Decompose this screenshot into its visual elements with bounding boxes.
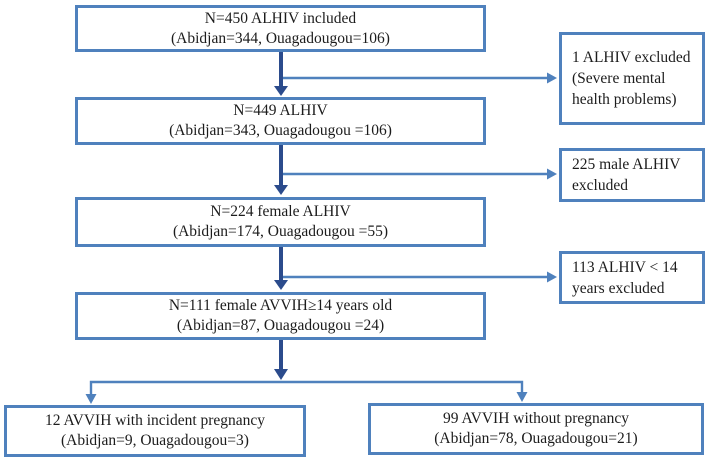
flow-box-age-filtered: N=111 female AVVIH≥14 years old (Abidjan… xyxy=(75,292,486,340)
flow-box-age-line2: (Abidjan=87, Ouagadougou =24) xyxy=(176,317,385,334)
outcome-box-incident-pregnancy: 12 AVVIH with incident pregnancy (Abidja… xyxy=(4,405,306,457)
flow-box-female: N=224 female ALHIV (Abidjan=174, Ouagado… xyxy=(75,197,486,247)
down-arrow-2 xyxy=(274,145,288,195)
exclusion-box-under-14-text: 113 ALHIV < 14 years excluded xyxy=(572,258,678,297)
flow-box-age-line1: N=111 female AVVIH≥14 years old xyxy=(168,297,393,314)
flow-box-449-line1: N=449 ALHIV xyxy=(233,102,328,119)
exclusion-arrow-1 xyxy=(283,72,557,84)
outcome-box-no-pregnancy-line2: (Abidjan=78, Ouagadougou=21) xyxy=(434,430,638,447)
flow-box-included-line1: N=450 ALHIV included xyxy=(204,9,357,27)
exclusion-box-male: 225 male ALHIV excluded xyxy=(559,148,705,202)
exclusion-arrow-2 xyxy=(283,168,557,180)
exclusion-box-male-text: 225 male ALHIV excluded xyxy=(572,156,681,194)
flow-box-included: N=450 ALHIV included (Abidjan=344, Ouaga… xyxy=(75,5,486,52)
outcome-box-pregnancy-line1: 12 AVVIH with incident pregnancy xyxy=(44,412,266,429)
outcome-box-pregnancy-line2: (Abidjan=9, Ouagadougou=3) xyxy=(61,432,249,449)
split-connector xyxy=(85,380,528,404)
exclusion-box-mental-health-text: 1 ALHIV excluded (Severe mental health p… xyxy=(572,49,691,108)
flow-box-449-line2: (Abidjan=343, Ouagadougou =106) xyxy=(169,122,392,139)
flow-box-female-line1: N=224 female ALHIV xyxy=(210,203,351,220)
flow-box-after-mental-exclusion: N=449 ALHIV (Abidjan=343, Ouagadougou =1… xyxy=(75,97,486,145)
flow-box-included-line2: (Abidjan=344, Ouagadougou=106) xyxy=(171,29,390,47)
outcome-box-no-pregnancy: 99 AVVIH without pregnancy (Abidjan=78, … xyxy=(368,403,704,455)
down-arrow-3 xyxy=(274,247,288,290)
exclusion-box-under-14: 113 ALHIV < 14 years excluded xyxy=(559,251,705,304)
down-arrow-1 xyxy=(274,52,288,96)
down-arrow-4 xyxy=(274,340,288,380)
exclusion-box-mental-health: 1 ALHIV excluded (Severe mental health p… xyxy=(559,32,705,125)
exclusion-arrow-3 xyxy=(283,271,557,283)
flow-box-female-line2: (Abidjan=174, Ouagadougou =55) xyxy=(172,223,389,240)
outcome-box-no-pregnancy-line1: 99 AVVIH without pregnancy xyxy=(442,410,630,427)
